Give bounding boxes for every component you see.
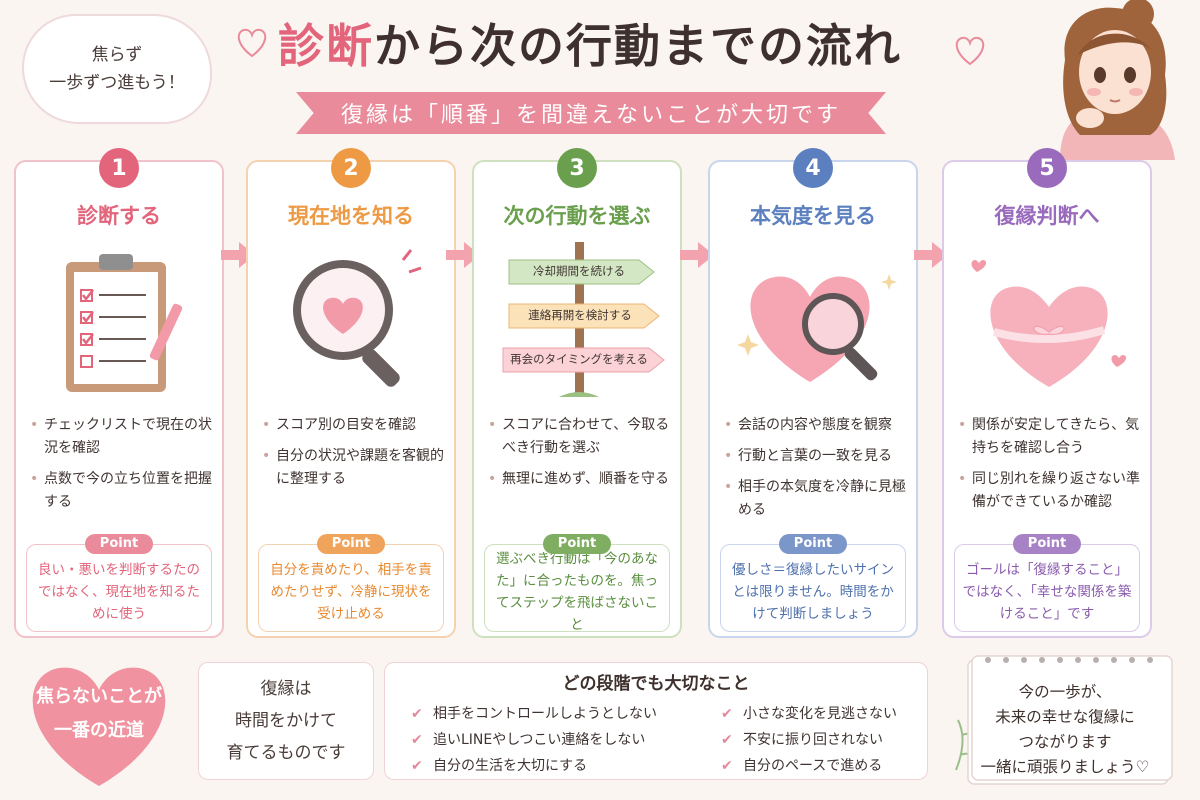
point-label: Point bbox=[1013, 534, 1081, 554]
heart-outline-icon bbox=[955, 36, 985, 66]
step-card-5: 5 復縁判断へ 関係が安定してきたら、気持ちを確認し合う 同じ別れを繰り返さない… bbox=[942, 148, 1152, 638]
point-label: Point bbox=[317, 534, 385, 554]
grow-line: 育てるものです bbox=[226, 743, 346, 763]
step-bullet: スコアに合わせて、今取るべき行動を選ぶ bbox=[488, 414, 670, 460]
grow-line: 復縁は bbox=[260, 679, 312, 699]
step-number: 3 bbox=[557, 148, 597, 188]
cloud-line: 焦らず bbox=[91, 45, 143, 65]
step-card-3: 3 次の行動を選ぶ 冷却期間を続ける 連絡再開を検討する 再会のタイミングを考え… bbox=[472, 148, 682, 638]
point-label: Point bbox=[779, 534, 847, 554]
sign-label: 冷却期間を続ける bbox=[533, 264, 625, 278]
grow-line: 時間をかけて bbox=[235, 711, 337, 731]
title-rest: から次の行動までの流れ bbox=[374, 19, 902, 73]
calendar-line: つながります bbox=[1018, 733, 1112, 751]
tip-item: 相手をコントロールしようとしない bbox=[411, 701, 657, 727]
point-box: Point ゴールは「復縁すること」ではなく、「幸せな関係を築けること」です bbox=[954, 534, 1140, 632]
step-title: 本気度を見る bbox=[750, 204, 876, 228]
step-number: 1 bbox=[99, 148, 139, 188]
tip-item: 自分のペースで進める bbox=[721, 753, 897, 779]
tips-title: どの段階でも大切なこと bbox=[562, 674, 750, 694]
heart-line: 一番の近道 bbox=[54, 720, 144, 741]
tip-item: 不安に振り回されない bbox=[721, 727, 897, 753]
title-accent: 診断 bbox=[278, 19, 374, 73]
arrow-right-icon bbox=[446, 242, 480, 268]
step-title: 現在地を知る bbox=[288, 204, 414, 228]
heart-line: 焦らないことが bbox=[36, 686, 162, 707]
step-bullet: 点数で今の立ち位置を把握する bbox=[30, 468, 212, 514]
sign-label: 再会のタイミングを考える bbox=[510, 352, 648, 366]
encouragement-cloud: 焦らず 一歩ずつ進もう！ bbox=[22, 14, 212, 124]
point-text: ゴールは「復縁すること」ではなく、「幸せな関係を築けること」です bbox=[962, 562, 1132, 622]
calendar-line: 一緒に頑張りましょう♡ bbox=[980, 758, 1150, 776]
step-bullet: スコア別の目安を確認 bbox=[262, 414, 444, 437]
calendar-note-illustration bbox=[955, 655, 1173, 785]
grow-message-box: 復縁は 時間をかけて 育てるものです bbox=[198, 662, 374, 780]
arrow-right-icon bbox=[914, 242, 948, 268]
page-title: 診断から次の行動までの流れ bbox=[230, 10, 950, 76]
point-text: 優しさ＝復縁したいサインとは限りません。時間をかけて判断しましょう bbox=[732, 562, 894, 622]
tip-item: 小さな変化を見逃さない bbox=[721, 701, 897, 727]
point-box: Point 選ぶべき行動は「今のあなた」に合ったものを。焦ってステップを飛ばさな… bbox=[484, 534, 670, 633]
cloud-line: 一歩ずつ進もう！ bbox=[49, 73, 185, 93]
tips-right-column: 小さな変化を見逃さない 不安に振り回されない 自分のペースで進める bbox=[721, 701, 897, 779]
step-bullet: 相手の本気度を冷静に見極める bbox=[724, 476, 906, 522]
magnifier-heart-icon bbox=[293, 249, 422, 387]
calendar-message: 今の一歩が、 未来の幸せな復縁に つながります 一緒に頑張りましょう♡ bbox=[960, 680, 1170, 780]
point-box: Point 優しさ＝復縁したいサインとは限りません。時間をかけて判断しましょう bbox=[720, 534, 906, 632]
step-title: 復縁判断へ bbox=[994, 204, 1100, 228]
step-bullet: 会話の内容や態度を観察 bbox=[724, 414, 906, 437]
step-card-4: 4 本気度を見る 会話の内容や態度を観察 行動と言葉の一致を見る 相手の本気度を… bbox=[708, 148, 918, 638]
step-bullet: 関係が安定してきたら、気持ちを確認し合う bbox=[958, 414, 1140, 460]
heart-magnifier-icon bbox=[737, 274, 897, 382]
tip-item: 自分の生活を大切にする bbox=[411, 753, 657, 779]
point-text: 選ぶべき行動は「今のあなた」に合ったものを。焦ってステップを飛ばさないこと bbox=[496, 551, 658, 633]
step-number: 4 bbox=[793, 148, 833, 188]
sign-label: 連絡再開を検討する bbox=[528, 308, 632, 322]
point-box: Point 自分を責めたり、相手を責めたりせず、冷静に現状を受け止める bbox=[258, 534, 444, 632]
step-title: 診断する bbox=[77, 204, 161, 228]
heart-badge bbox=[32, 667, 166, 786]
point-label: Point bbox=[543, 534, 611, 554]
point-box: Point 良い・悪いを判断するたのではなく、現在地を知るために使う bbox=[26, 534, 212, 632]
point-label: Point bbox=[85, 534, 153, 554]
clipboard-icon bbox=[66, 254, 183, 392]
heart-gift-icon bbox=[971, 260, 1127, 387]
subtitle-ribbon: 復縁は「順番」を間違えないことが大切です bbox=[296, 92, 886, 134]
arrow-right-icon bbox=[680, 242, 714, 268]
step-bullet: 同じ別れを繰り返さない準備ができているか確認 bbox=[958, 468, 1140, 514]
step-bullet: 無理に進めず、順番を守る bbox=[488, 468, 670, 491]
calendar-line: 未来の幸せな復縁に bbox=[995, 708, 1135, 726]
heart-message: 焦らないことが 一番の近道 bbox=[14, 680, 184, 748]
point-text: 自分を責めたり、相手を責めたりせず、冷静に現状を受け止める bbox=[270, 562, 432, 622]
important-tips-box: どの段階でも大切なこと 相手をコントロールしようとしない 追いLINEやしつこい… bbox=[384, 662, 928, 780]
step-title: 次の行動を選ぶ bbox=[503, 204, 651, 228]
point-text: 良い・悪いを判断するたのではなく、現在地を知るために使う bbox=[38, 562, 200, 622]
step-card-1: 1 診断する チェックリストで現在の状況を確認 点数で今の立ち位置を把握する P… bbox=[14, 148, 224, 638]
step-bullet: 行動と言葉の一致を見る bbox=[724, 445, 906, 468]
step-number: 5 bbox=[1027, 148, 1067, 188]
step-card-2: 2 現在地を知る スコア別の目安を確認 自分の状況や課題を客観的に整理する Po… bbox=[246, 148, 456, 638]
heart-outline-icon bbox=[237, 28, 267, 58]
calendar-line: 今の一歩が、 bbox=[1018, 683, 1112, 701]
step-number: 2 bbox=[331, 148, 371, 188]
tips-left-column: 相手をコントロールしようとしない 追いLINEやしつこい連絡をしない 自分の生活… bbox=[411, 701, 657, 779]
step-bullet: 自分の状況や課題を客観的に整理する bbox=[262, 445, 444, 491]
tip-item: 追いLINEやしつこい連絡をしない bbox=[411, 727, 657, 753]
signpost-illustration bbox=[502, 242, 665, 397]
thinking-girl-illustration bbox=[1060, 0, 1175, 160]
step-bullet: チェックリストで現在の状況を確認 bbox=[30, 414, 212, 460]
